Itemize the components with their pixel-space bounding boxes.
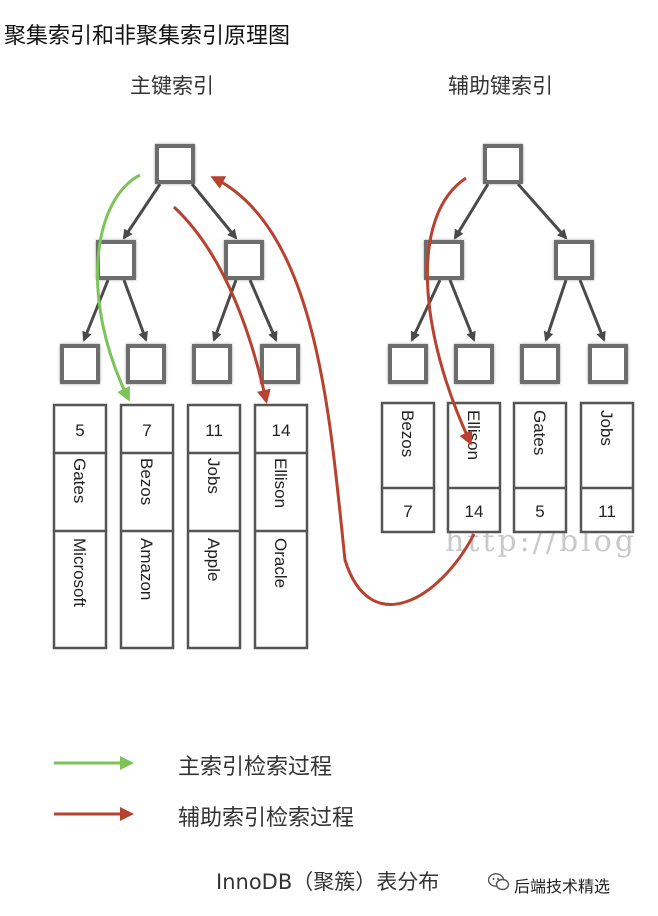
secondary-name-cell: Gates xyxy=(530,410,549,455)
secondary-row xyxy=(579,401,635,534)
primary-index-label: 主键索引 xyxy=(130,74,214,98)
secondary-index-label: 辅助键索引 xyxy=(448,74,553,98)
secondary-key-cell: 7 xyxy=(403,502,412,521)
secondary-to-data-arrow xyxy=(172,205,271,404)
back-to-primary-root-arrow xyxy=(210,176,476,606)
secondary-leaf-node xyxy=(388,344,428,384)
secondary-leaf-node xyxy=(520,344,560,384)
primary-leaf-node xyxy=(126,344,166,384)
tree-edge xyxy=(410,279,442,342)
tree-nodes xyxy=(60,144,628,384)
secondary-leaf-node xyxy=(454,344,494,384)
primary-leaf-node xyxy=(260,344,300,384)
primary-search-path-arrow xyxy=(96,173,141,402)
primary-key-cell: 7 xyxy=(142,421,151,440)
footer-caption: InnoDB（聚簇）表分布 xyxy=(216,870,440,894)
primary-name-cell: Jobs xyxy=(204,458,223,494)
primary-row xyxy=(186,403,242,650)
primary-key-cell: 5 xyxy=(75,421,84,440)
secondary-leaf-node xyxy=(588,344,628,384)
tree-edge xyxy=(248,279,278,342)
legend-primary-search-label: 主索引检索过程 xyxy=(178,755,333,780)
secondary-inner-node xyxy=(554,240,594,280)
secondary-name-cell: Ellison xyxy=(464,410,483,460)
tree-edge xyxy=(448,279,476,342)
secondary-row xyxy=(380,401,436,534)
secondary-key-cell: 11 xyxy=(598,502,616,521)
tree-edge xyxy=(190,183,238,240)
primary-row xyxy=(253,403,309,650)
primary-company-cell: Amazon xyxy=(137,538,156,600)
primary-name-cell: Ellison xyxy=(271,458,290,508)
tree-edge xyxy=(122,279,148,342)
primary-leaf-node xyxy=(192,344,232,384)
primary-root-node xyxy=(155,144,195,184)
primary-name-cell: Gates xyxy=(70,458,89,503)
primary-key-cell: 14 xyxy=(272,421,291,440)
primary-company-cell: Apple xyxy=(204,538,223,581)
primary-row-text: 5 7 11 14 Gates Bezos Jobs Ellison Micro… xyxy=(70,421,290,607)
primary-leaf-node xyxy=(60,344,100,384)
tree-edge xyxy=(82,279,110,342)
secondary-key-cell: 14 xyxy=(465,502,484,521)
secondary-search-path-arrow xyxy=(426,176,473,446)
secondary-row-text: Bezos Ellison Gates Jobs 7 14 5 11 xyxy=(398,410,616,521)
secondary-name-cell: Jobs xyxy=(597,410,616,446)
primary-row xyxy=(119,403,175,650)
wechat-icon xyxy=(488,873,510,891)
primary-key-cell: 11 xyxy=(205,421,223,440)
tree-edge xyxy=(122,183,162,240)
secondary-tree-edges xyxy=(410,183,606,342)
primary-tree-edges xyxy=(82,183,278,342)
primary-name-cell: Bezos xyxy=(137,458,156,505)
primary-company-cell: Microsoft xyxy=(70,538,89,607)
tree-edge xyxy=(212,279,238,342)
legend-secondary-search-label: 辅助索引检索过程 xyxy=(178,806,355,831)
secondary-key-cell: 5 xyxy=(535,502,544,521)
secondary-data-rows xyxy=(380,401,635,534)
primary-company-cell: Oracle xyxy=(271,538,290,588)
brand-name: 后端技术精选 xyxy=(514,877,611,896)
primary-data-rows xyxy=(52,403,309,650)
primary-row xyxy=(52,403,108,650)
tree-edge xyxy=(578,279,606,342)
secondary-row xyxy=(512,401,568,534)
diagram-title: 聚集索引和非聚集索引原理图 xyxy=(4,24,291,49)
tree-edge xyxy=(453,183,490,240)
tree-edge xyxy=(516,183,568,240)
secondary-row xyxy=(446,401,502,534)
primary-inner-node xyxy=(224,240,264,280)
secondary-inner-node xyxy=(424,240,464,280)
tree-edge xyxy=(543,279,568,342)
secondary-name-cell: Bezos xyxy=(398,410,417,457)
primary-inner-node xyxy=(96,240,136,280)
secondary-root-node xyxy=(483,144,523,184)
